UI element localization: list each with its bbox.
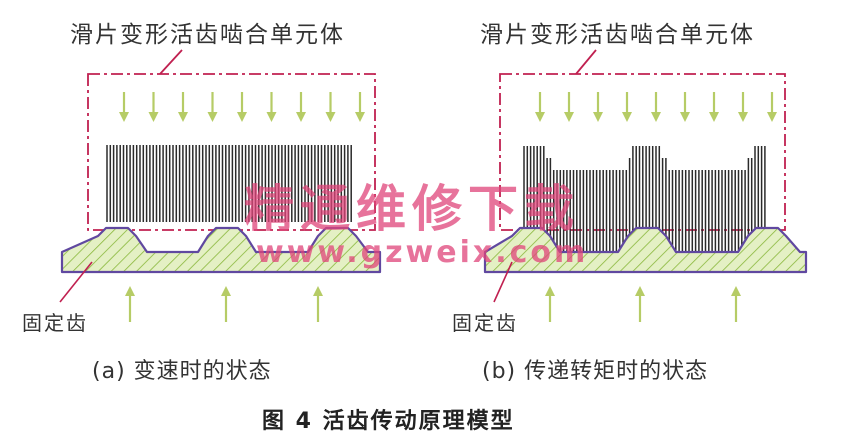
support-arrow — [545, 286, 555, 322]
load-arrow — [148, 92, 159, 122]
load-arrow — [237, 92, 247, 122]
panel-a-title-leader — [159, 49, 183, 75]
figure-caption: 图 4 活齿传动原理模型 — [262, 408, 515, 434]
panel-a-title: 滑片变形活齿啮合单元体 — [70, 22, 345, 48]
panel-b-subcaption: (b) 传递转矩时的状态 — [482, 359, 708, 384]
panel-a: 滑片变形活齿啮合单元体 固定齿 (a) 变速时的状态 — [22, 22, 382, 384]
panel-a-slices — [106, 145, 352, 222]
panel-a-base-leader — [59, 261, 93, 303]
panel-b-slices — [523, 146, 766, 251]
support-arrow — [125, 286, 135, 322]
watermark-text: 精通维修下载 — [244, 180, 580, 238]
support-arrow — [221, 286, 231, 322]
load-arrow — [767, 92, 777, 122]
load-arrow — [296, 92, 306, 122]
load-arrow — [178, 92, 188, 122]
load-arrow — [709, 92, 719, 122]
load-arrow — [535, 92, 545, 122]
load-arrow — [119, 92, 129, 122]
load-arrow — [266, 92, 277, 122]
panel-a-base-label: 固定齿 — [22, 311, 88, 335]
panel-b-fixed-tooth — [483, 226, 808, 274]
panel-b-title-leader — [575, 49, 597, 75]
load-arrow — [651, 92, 661, 122]
panel-a-subcaption: (a) 变速时的状态 — [92, 359, 272, 384]
support-arrow — [313, 286, 323, 322]
load-arrow — [593, 92, 603, 122]
support-arrow — [731, 286, 741, 322]
panel-b-base-leader — [493, 261, 513, 303]
panel-b-support-arrows — [545, 286, 741, 322]
load-arrow — [680, 92, 690, 122]
panel-b: 滑片变形活齿啮合单元体 固定齿 (b) 传递转矩时的状态 — [452, 22, 808, 384]
load-arrow — [325, 92, 336, 122]
load-arrow — [207, 92, 218, 122]
load-arrow — [738, 92, 748, 122]
support-arrow — [635, 286, 645, 322]
panel-b-title: 滑片变形活齿啮合单元体 — [480, 22, 755, 48]
load-arrow — [564, 92, 574, 122]
load-arrow — [622, 92, 632, 122]
panel-a-fixed-tooth — [60, 226, 382, 274]
watermark: 精通维修下载 www.gzweix.com — [244, 180, 588, 270]
panel-b-base-label: 固定齿 — [452, 311, 518, 335]
panel-a-load-arrows — [119, 92, 365, 122]
load-arrow — [355, 92, 365, 122]
panel-b-load-arrows — [535, 92, 777, 122]
watermark-url: www.gzweix.com — [256, 235, 588, 270]
panel-a-support-arrows — [125, 286, 323, 322]
